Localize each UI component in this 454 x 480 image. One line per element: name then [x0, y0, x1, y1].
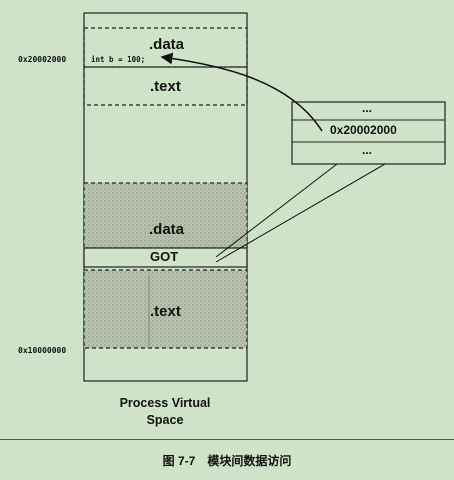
- got-link-line-2: [215, 163, 386, 263]
- upper-text-label: .text: [150, 78, 181, 95]
- address-label-top: 0x20002000: [18, 55, 67, 64]
- got-region: [83, 247, 248, 268]
- process-virtual-space-label: Process Virtual Space: [119, 396, 211, 427]
- upper-data-label: .data: [149, 36, 185, 53]
- lower-text-segment: [83, 269, 248, 349]
- lower-text-label: .text: [150, 303, 181, 320]
- got-to-data-arrow: [160, 52, 323, 132]
- upper-data-segment: [83, 27, 248, 68]
- got-link-line-1: [215, 163, 338, 258]
- code-snippet: int b = 100;: [91, 55, 146, 64]
- lower-data-segment: [83, 182, 248, 249]
- got-table: [291, 101, 446, 165]
- figure-caption: 图 7-7 模块间数据访问: [162, 454, 292, 468]
- address-label-bottom: 0x10000000: [18, 346, 67, 355]
- got-entry-address: 0x20002000: [330, 123, 397, 137]
- upper-text-segment: [83, 66, 248, 106]
- got-label: GOT: [150, 249, 179, 264]
- lower-data-label: .data: [149, 221, 185, 238]
- got-entry-top: ...: [362, 101, 373, 115]
- caption-divider: [0, 439, 454, 440]
- got-entry-bottom: ...: [362, 143, 373, 157]
